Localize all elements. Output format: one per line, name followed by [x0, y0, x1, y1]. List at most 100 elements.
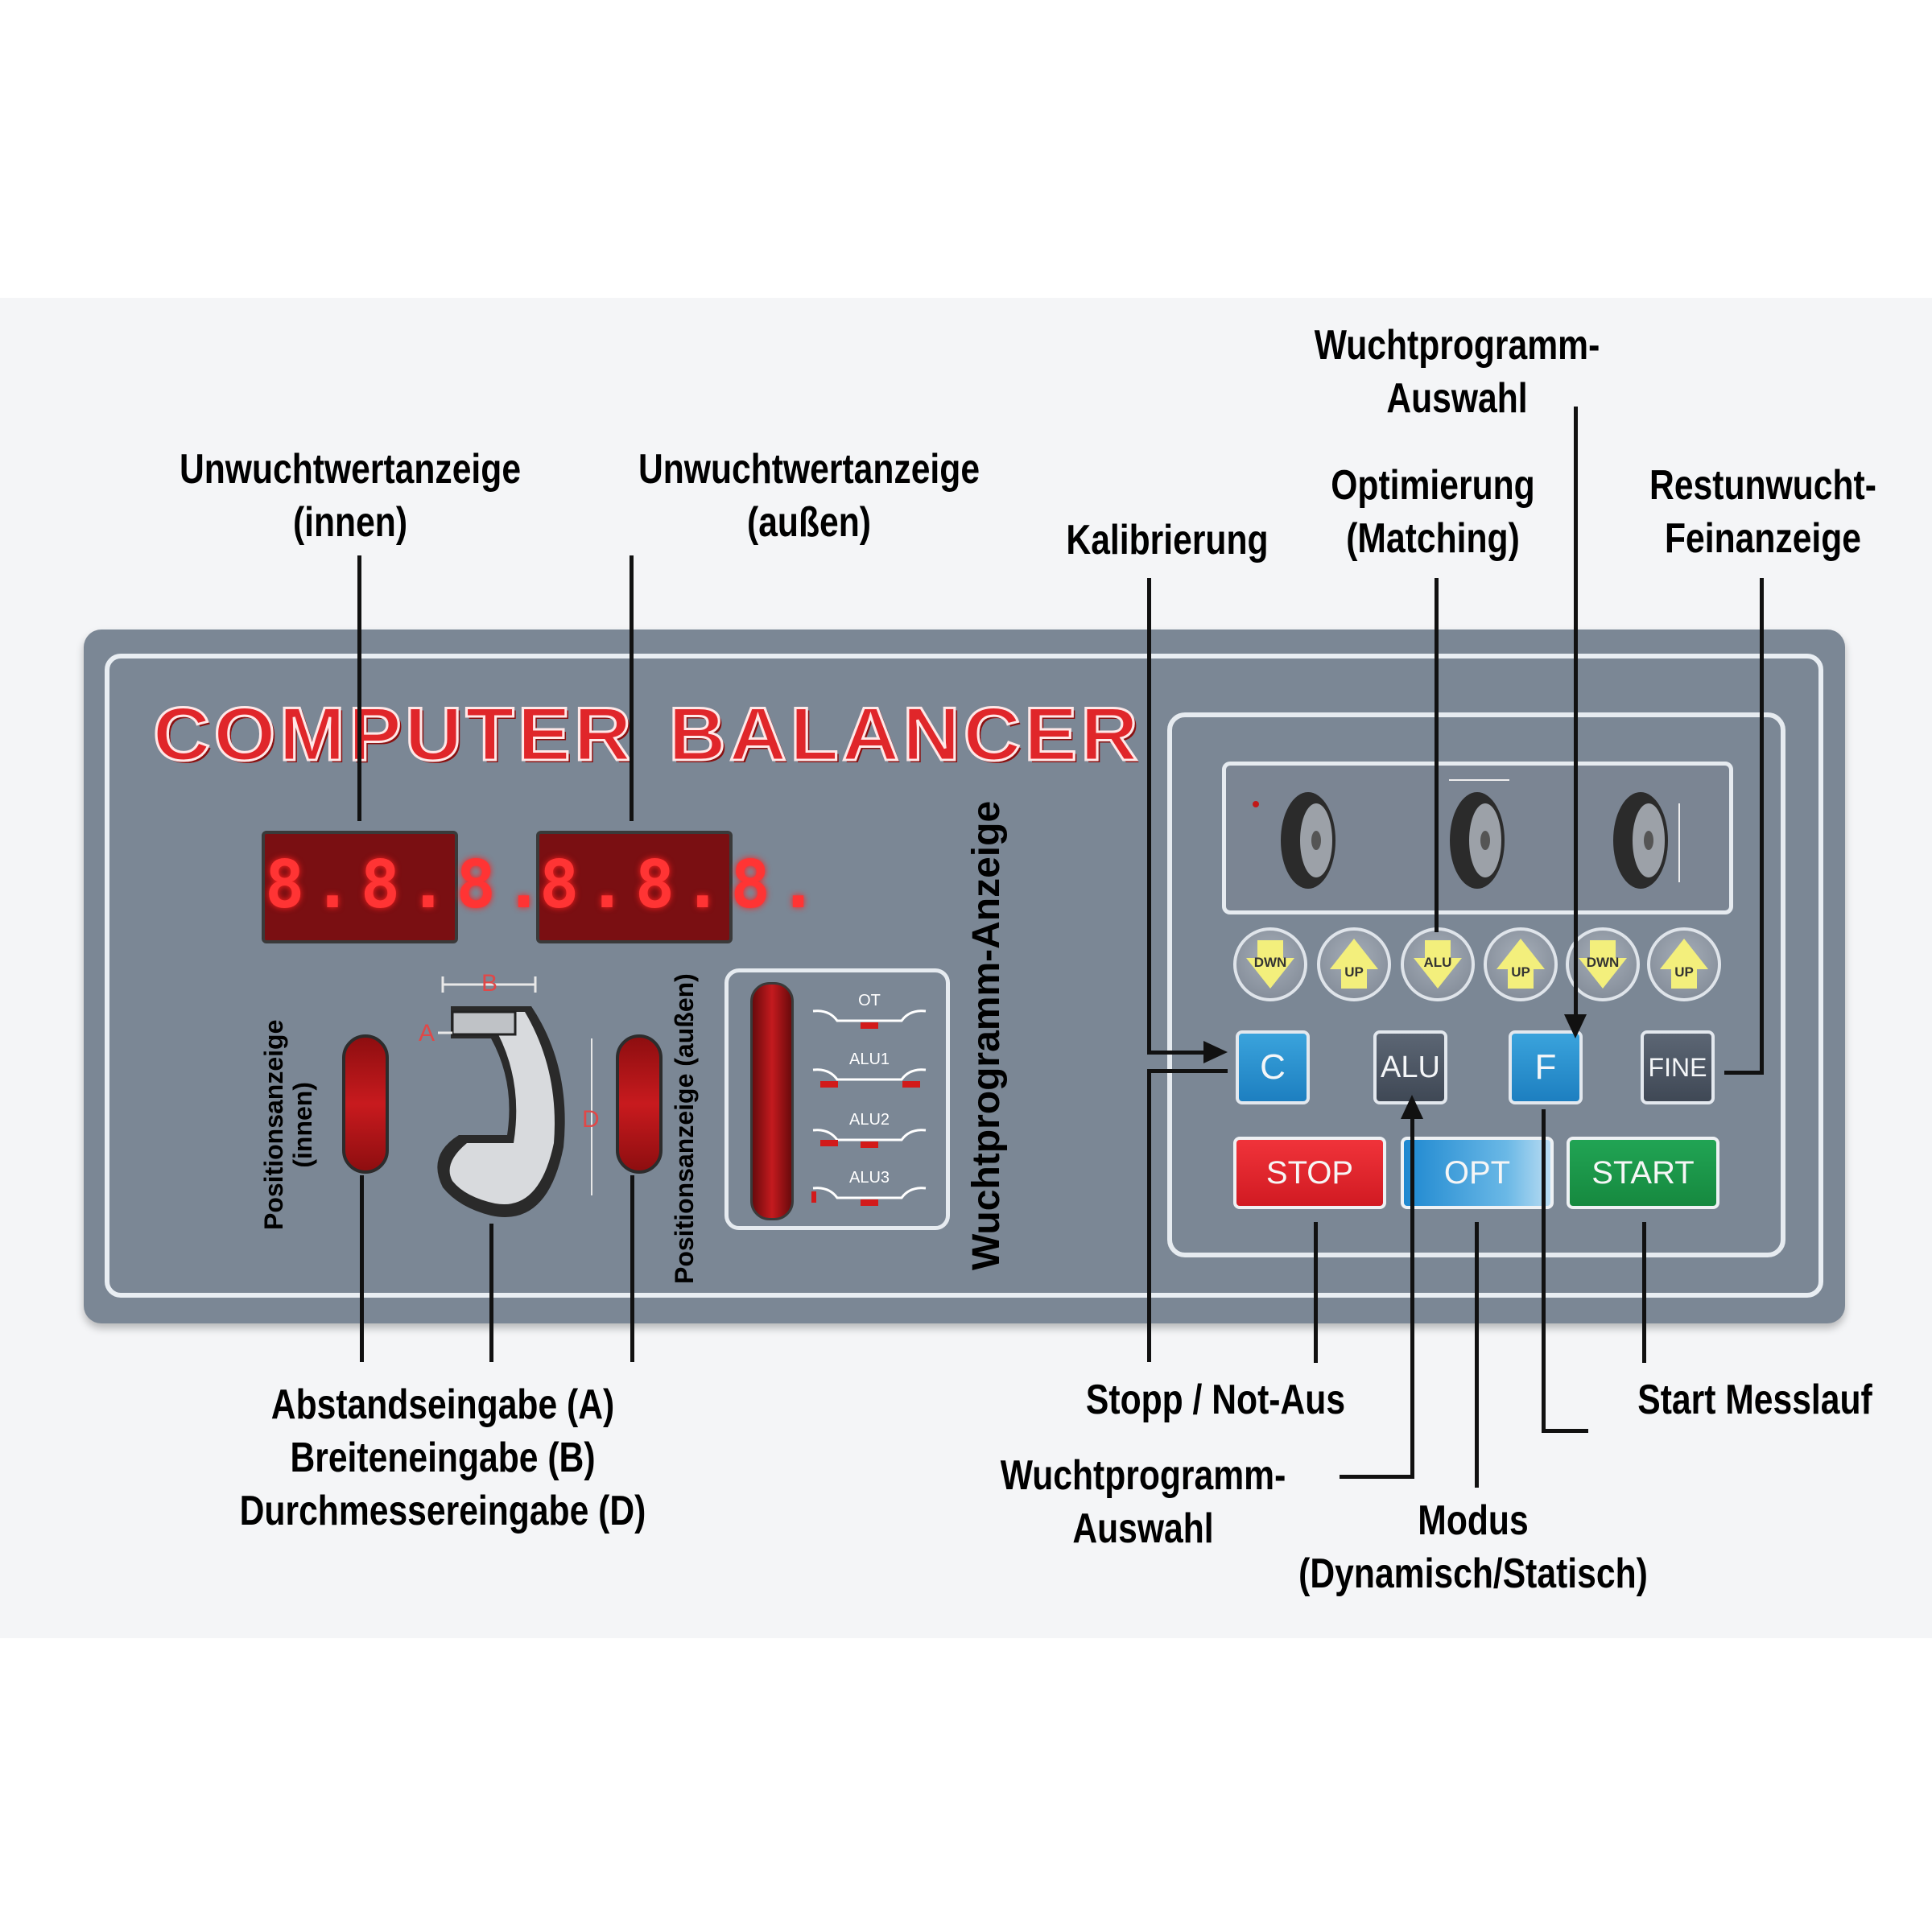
leader-line-restunwucht-h — [1724, 1071, 1764, 1075]
rim-flange — [451, 1010, 517, 1036]
callout-kalibrierung: Kalibrierung — [1035, 514, 1299, 567]
callout-line-2: (Matching) — [1346, 515, 1520, 562]
start-button[interactable]: START — [1567, 1137, 1719, 1209]
program-label: ALU2 — [848, 1111, 890, 1129]
program-label: ALU1 — [848, 1051, 890, 1068]
dimension-marker-b — [1449, 779, 1509, 781]
stop-button[interactable]: STOP — [1233, 1137, 1386, 1209]
position-led-outer — [616, 1034, 663, 1174]
arrow-button-label: DWN — [1253, 955, 1287, 970]
title-word-computer: COMPUTER — [151, 691, 635, 778]
label-line-2: (innen) — [288, 1081, 317, 1168]
up-arrow-icon — [1330, 939, 1378, 989]
callout-line-1: Start Messlauf — [1637, 1377, 1872, 1423]
callout-wuchtprogramm-bottom: Wuchtprogramm- Auswahl — [985, 1449, 1302, 1555]
arrow-button-label: UP — [1344, 964, 1364, 980]
rim-shape — [449, 1012, 555, 1205]
leader-line-start — [1642, 1222, 1646, 1363]
led-display-inner: 8.8.8. — [262, 831, 543, 943]
tire-distance-icon — [1281, 792, 1335, 889]
leader-line-optimierung — [1435, 578, 1439, 932]
rim-profile-icon — [812, 1068, 927, 1088]
position-led-inner — [342, 1034, 389, 1174]
callout-modus: Modus (Dynamisch/Statisch) — [1275, 1494, 1671, 1600]
leader-line-kalibrierung — [1147, 578, 1151, 1053]
title-word-balancer: BALANCER — [667, 691, 1141, 778]
leader-line-pos-inner — [360, 1175, 364, 1362]
program-indicator-led-bar — [750, 982, 794, 1220]
arrow-button-dwn-2[interactable]: DWN — [1566, 927, 1640, 1001]
arrow-button-label: ALU — [1423, 955, 1452, 970]
callout-line-2: (innen) — [292, 499, 408, 546]
program-indicator-box — [724, 968, 950, 1230]
program-label: OT — [858, 992, 881, 1009]
leader-line-unwucht-innen — [357, 555, 361, 821]
tire-width-icon — [1450, 792, 1505, 889]
callout-line-2: (außen) — [747, 499, 871, 546]
wheel-dimension-diagram: B A D — [419, 970, 600, 1217]
callout-line-2: Auswahl — [1386, 375, 1528, 422]
program-item-alu3: ALU3 — [809, 1169, 930, 1225]
label-line-1: Positionsanzeige — [259, 1019, 288, 1230]
arrow-button-up-1[interactable]: UP — [1317, 927, 1391, 1001]
down-arrow-icon — [1414, 940, 1462, 989]
tire-diameter-icon — [1613, 792, 1668, 889]
dimension-marker-d — [1678, 803, 1680, 882]
arrow-button-dwn-1[interactable]: DWN — [1233, 927, 1307, 1001]
leader-line-modus — [1475, 1222, 1479, 1488]
arrow-button-label: UP — [1674, 964, 1694, 980]
program-item-alu2: ALU2 — [809, 1111, 930, 1167]
callout-line-1: Modus — [1418, 1497, 1529, 1544]
leader-line-kalibrierung-h — [1147, 1051, 1216, 1055]
label-program-display: Wuchtprogramm-Anzeige — [965, 801, 1008, 1270]
callout-eingabe: Abstandseingabe (A) Breiteneingabe (B) D… — [238, 1378, 647, 1538]
callout-line-1: Wuchtprogramm- — [1000, 1452, 1286, 1499]
down-arrow-icon — [1579, 940, 1627, 989]
arrowhead-right-icon — [1203, 1041, 1228, 1063]
program-item-ot: OT — [809, 992, 930, 1048]
calibration-button[interactable]: C — [1236, 1030, 1310, 1104]
leader-line-stopp-c-h — [1147, 1069, 1228, 1073]
leader-line-wuchtprogramm-top — [1574, 407, 1578, 1026]
led-display-outer: 8.8.8. — [536, 831, 818, 943]
fine-button[interactable]: FINE — [1641, 1030, 1715, 1104]
rim-profile-icon — [812, 1009, 927, 1029]
rim-profile-icon — [811, 1187, 927, 1206]
up-arrow-icon — [1660, 939, 1708, 989]
leader-line-unwucht-aussen — [630, 555, 634, 821]
arrow-button-up-3[interactable]: UP — [1647, 927, 1721, 1001]
leader-line-f — [1542, 1109, 1546, 1431]
dimension-b-label: B — [481, 970, 497, 997]
leader-line-wheel — [489, 1224, 493, 1362]
leader-line-stopp — [1314, 1222, 1318, 1363]
dimension-b-arrow — [441, 976, 537, 993]
rim-profile-icon — [812, 1129, 927, 1148]
panel-title: COMPUTER BALANCER — [151, 691, 1175, 778]
leader-line-alu — [1410, 1104, 1414, 1476]
callout-line-1: Kalibrierung — [1066, 517, 1269, 564]
callout-line-2: (Dynamisch/Statisch) — [1298, 1550, 1648, 1597]
callout-line-3: Durchmessereingabe (D) — [239, 1488, 646, 1534]
arrow-button-alu[interactable]: ALU — [1401, 927, 1475, 1001]
opt-button[interactable]: OPT — [1401, 1137, 1554, 1209]
dimension-d-label: D — [582, 1106, 600, 1133]
arrow-button-up-2[interactable]: UP — [1484, 927, 1558, 1001]
callout-line-1: Restunwucht- — [1649, 462, 1876, 509]
callout-restunwucht: Restunwucht- Feinanzeige — [1624, 459, 1901, 565]
alu-button[interactable]: ALU — [1373, 1030, 1447, 1104]
callout-line-1: Unwuchtwertanzeige — [179, 446, 522, 493]
leader-line-restunwucht — [1760, 578, 1764, 1075]
callout-wuchtprogramm-top: Wuchtprogramm- Auswahl — [1292, 319, 1622, 425]
arrowhead-down-icon — [1564, 1014, 1587, 1038]
callout-line-2: Breiteneingabe (B) — [290, 1435, 596, 1481]
arrow-button-label: UP — [1511, 964, 1530, 980]
program-item-alu1: ALU1 — [809, 1051, 930, 1107]
label-position-inner: Positionsanzeige (innen) — [259, 1020, 317, 1230]
callout-line-1: Unwuchtwertanzeige — [638, 446, 980, 493]
callout-stopp: Stopp / Not-Aus — [1057, 1373, 1374, 1426]
dimension-marker-a — [1253, 801, 1259, 807]
callout-unwucht-aussen: Unwuchtwertanzeige (außen) — [614, 443, 1004, 549]
f-button[interactable]: F — [1509, 1030, 1583, 1104]
callout-line-2: Auswahl — [1072, 1505, 1214, 1552]
callout-unwucht-innen: Unwuchtwertanzeige (innen) — [155, 443, 545, 549]
